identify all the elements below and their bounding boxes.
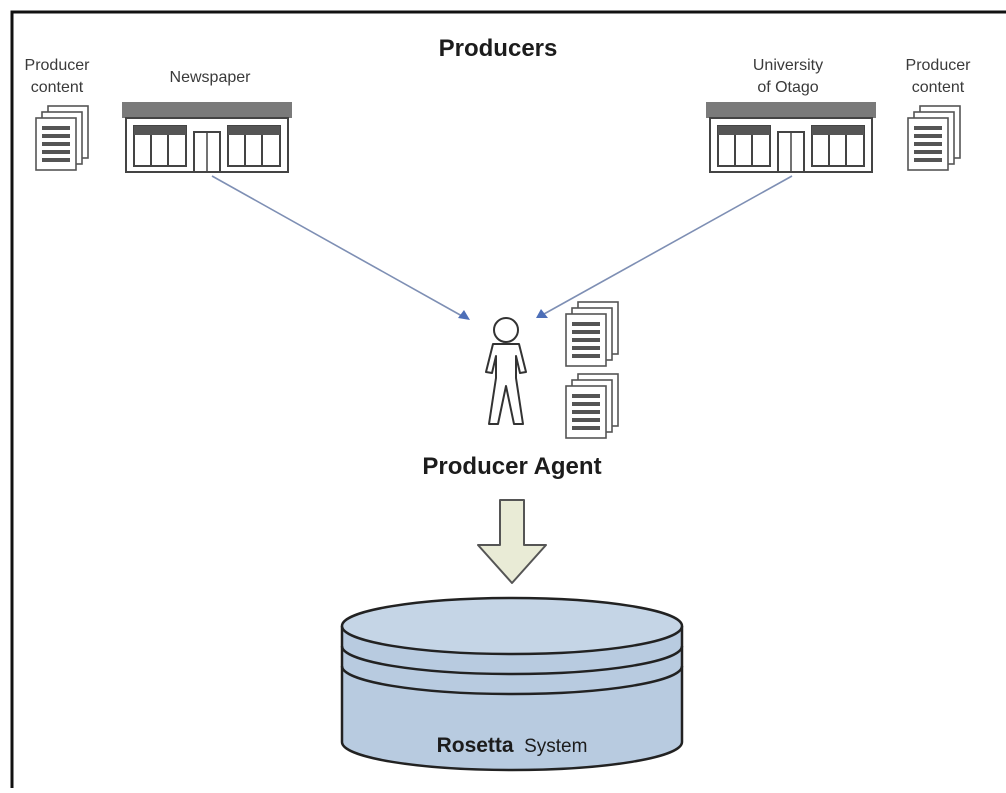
right-content-label-line2: content [912, 79, 965, 96]
left-document-stack-icon [36, 106, 88, 170]
down-arrow-icon [477, 499, 547, 584]
right-producer-content: Producer content [906, 57, 972, 170]
newspaper-building-icon [121, 101, 293, 173]
producers-heading: Producers [439, 35, 558, 62]
system-word: System [524, 736, 587, 757]
connector-left-arrowhead-icon [458, 310, 470, 320]
otago-label-line1: University [753, 57, 823, 74]
producer-agent-label: Producer Agent [422, 453, 601, 480]
otago-label-line2: of Otago [757, 79, 818, 96]
person-icon [485, 317, 527, 425]
connector-right-arrowhead-icon [536, 309, 548, 318]
right-document-stack-icon [908, 106, 960, 170]
otago-producer: University of Otago [705, 57, 877, 173]
connector-otago-to-agent [536, 175, 793, 318]
rosetta-name: Rosetta [437, 734, 514, 757]
left-content-label-line2: content [31, 79, 84, 96]
frame-border [10, 10, 1006, 788]
newspaper-producer: Newspaper [121, 69, 293, 173]
agent-document-stack-icon-top [566, 302, 618, 366]
newspaper-label: Newspaper [170, 69, 252, 86]
agent-document-stack-icon-bottom [566, 374, 618, 438]
otago-building-icon [705, 101, 877, 173]
connector-newspaper-to-agent [211, 175, 470, 320]
left-producer-content: Producer content [25, 57, 91, 170]
left-content-label-line1: Producer [25, 57, 91, 74]
rosetta-system-label: Rosetta System [437, 734, 588, 757]
rosetta-database-cylinder-icon [340, 596, 684, 772]
right-content-label-line1: Producer [906, 57, 972, 74]
